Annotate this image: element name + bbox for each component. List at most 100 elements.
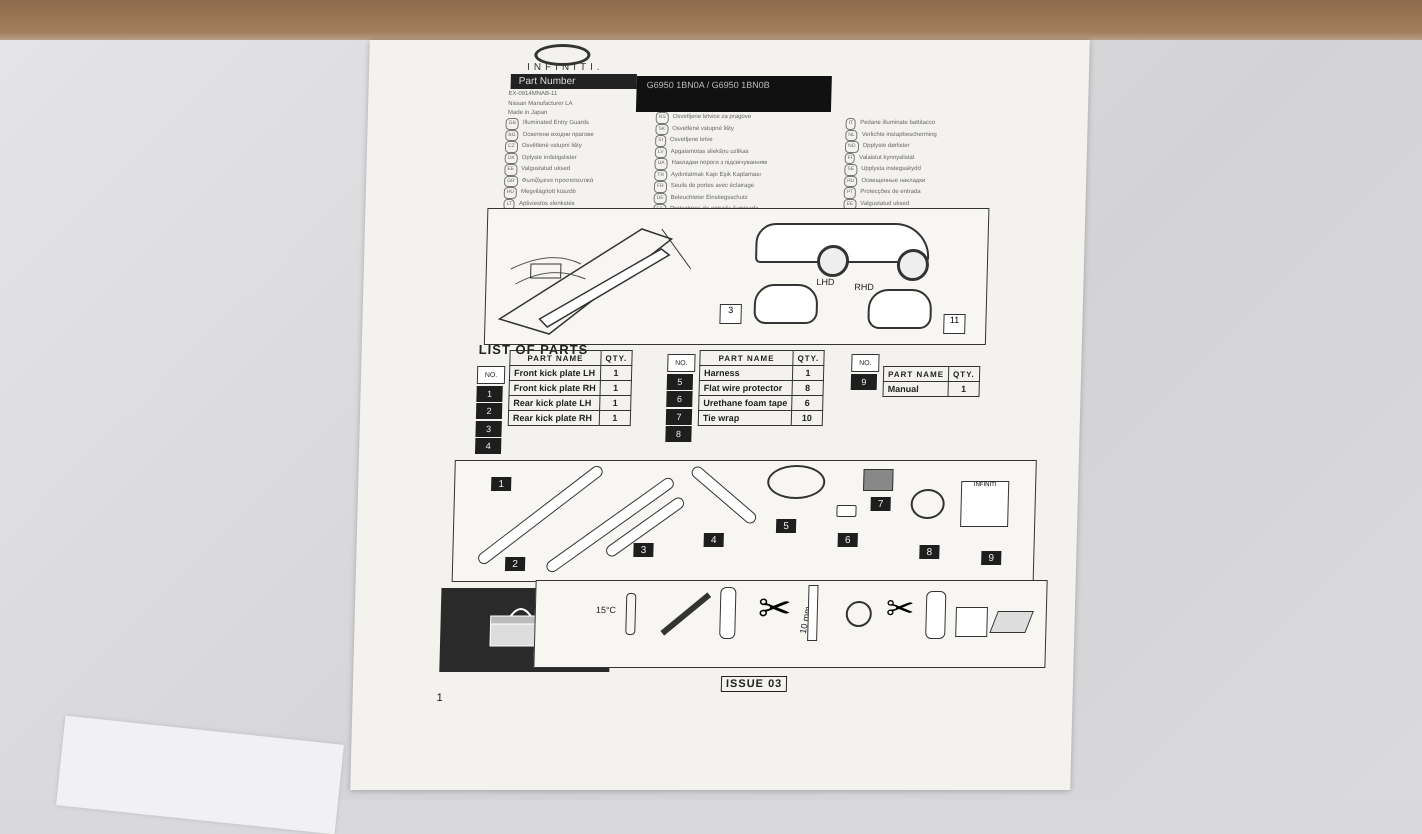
no-header: NO. [667, 354, 696, 372]
language-code-badge: HU [503, 187, 518, 199]
language-code-badge: RS [655, 112, 669, 124]
parts-numbers-1: NO. 1 2 3 4 [474, 366, 506, 456]
qty-header: QTY. [600, 350, 632, 366]
language-text: Aydınlatmalı Kapı Eşik Kaplaması [670, 171, 761, 178]
flat-wire-protector-drawing [836, 505, 857, 517]
language-code-badge: EE [504, 164, 518, 176]
rhd-label: RHD [854, 282, 874, 292]
language-text: Beleuchteter Einstiegsschutz [670, 194, 748, 201]
instruction-sheet: INFINITI. Part Number G6950 1BN0A / G695… [350, 40, 1090, 790]
part-number-tag: 2 [475, 403, 503, 419]
language-code-badge: CZ [504, 141, 518, 153]
part-number-tag: 4 [474, 438, 502, 454]
harness-drawing [766, 465, 826, 499]
car-wheel-icon [896, 249, 930, 281]
language-text: Upplysta instegsskydd [861, 166, 921, 172]
language-text: Verlichte instapbescherming [861, 131, 937, 138]
language-code-badge: UA [654, 158, 668, 170]
language-text: Valgustatud uksed [521, 166, 571, 172]
language-text: Φωτιζόμενα προστατευτικά [521, 177, 594, 184]
language-text: Opplyste dørlister [862, 143, 910, 149]
language-code-badge: IT [845, 118, 857, 130]
qty-header: QTY. [792, 350, 825, 366]
language-code-badge: LV [654, 146, 667, 158]
language-text: Apgaismotas sliekšņu uzlikas [670, 148, 749, 155]
flashlight-icon [719, 587, 737, 639]
parts-numbers-2: NO. 5 6 7 8 [665, 354, 696, 444]
part-tag: 7 [870, 497, 891, 511]
language-code-badge: FI [844, 152, 856, 164]
language-text: Megvilágított küszöb [520, 189, 576, 195]
language-text: Osvetljene letvice za pragove [672, 114, 752, 120]
rhd-dashboard-icon [867, 289, 933, 329]
no-header: NO. [851, 354, 880, 372]
water-bucket-icon [955, 607, 988, 637]
cloth-icon [989, 611, 1034, 633]
part-name-header: PART NAME [883, 366, 949, 382]
language-text: Osvětlené vstupní lišty [521, 143, 582, 149]
language-code-badge: GB [505, 118, 520, 130]
foam-tape-drawing [863, 469, 894, 491]
language-text: Seuils de portes avec éclairage [670, 183, 755, 189]
language-text: Valgustatud uksed [860, 200, 910, 207]
language-text: Освещенные накладки [861, 177, 926, 184]
socket-wrench-icon [807, 585, 819, 641]
part-name-header: PART NAME [509, 350, 602, 366]
language-text: Illuminated Entry Guards [522, 120, 589, 126]
language-text: Накладки пороги з підсвічуванням [671, 160, 768, 166]
brand-name: INFINITI. [526, 62, 604, 73]
part-number-tag: 8 [665, 426, 692, 442]
scissors-icon: ✂ [757, 587, 793, 631]
lhd-dashboard-icon [753, 284, 819, 324]
language-text: Protecções de entrada [860, 189, 921, 195]
language-text: Osvetlené vstupné lišty [672, 125, 734, 132]
part-tag: 6 [837, 533, 858, 547]
parts-illustration: 1 2 3 4 5 6 7 8 INFINITI 9 [451, 460, 1037, 582]
part-number-tag: 7 [665, 408, 693, 425]
part-number-tag: 9 [850, 373, 878, 390]
language-code-badge: SK [655, 123, 669, 135]
part-tag: 4 [703, 533, 724, 547]
code-line: EX-0914MNAB-11 [508, 91, 558, 97]
code-line: Nissan Manufacturer LA [508, 100, 573, 107]
part-tag: 9 [981, 551, 1002, 565]
language-text: Valaistut kynnyslistat [859, 154, 915, 161]
language-text: Apšviestos slenkstės [518, 200, 575, 207]
language-code-badge: SI [655, 135, 667, 147]
reference-page-11: 11 [943, 314, 966, 334]
part-tag: 2 [504, 557, 526, 571]
language-code-badge: RU [843, 175, 858, 187]
language-text: Осветени входни прагове [522, 131, 594, 138]
language-code-badge: GR [503, 175, 518, 187]
part-number-tag: 5 [666, 373, 694, 390]
code-lines: EX-0914MNAB-11 Nissan Manufacturer LA Ma… [508, 90, 573, 119]
temperature-label: 15°C [595, 605, 617, 615]
language-code-badge: NL [845, 129, 858, 141]
language-code-badge: FR [653, 181, 667, 193]
reference-page-3: 3 [719, 304, 742, 324]
language-code-badge: DK [504, 152, 518, 164]
language-code-badge: TR [654, 169, 668, 181]
language-text: Pedane illuminate battitacco [860, 120, 936, 126]
part-number-tag: 6 [666, 391, 693, 407]
language-text: Oplyste indstigslister [521, 154, 577, 161]
language-text: Osvetljene letve [669, 137, 713, 143]
issue-number: ISSUE 03 [720, 676, 788, 692]
